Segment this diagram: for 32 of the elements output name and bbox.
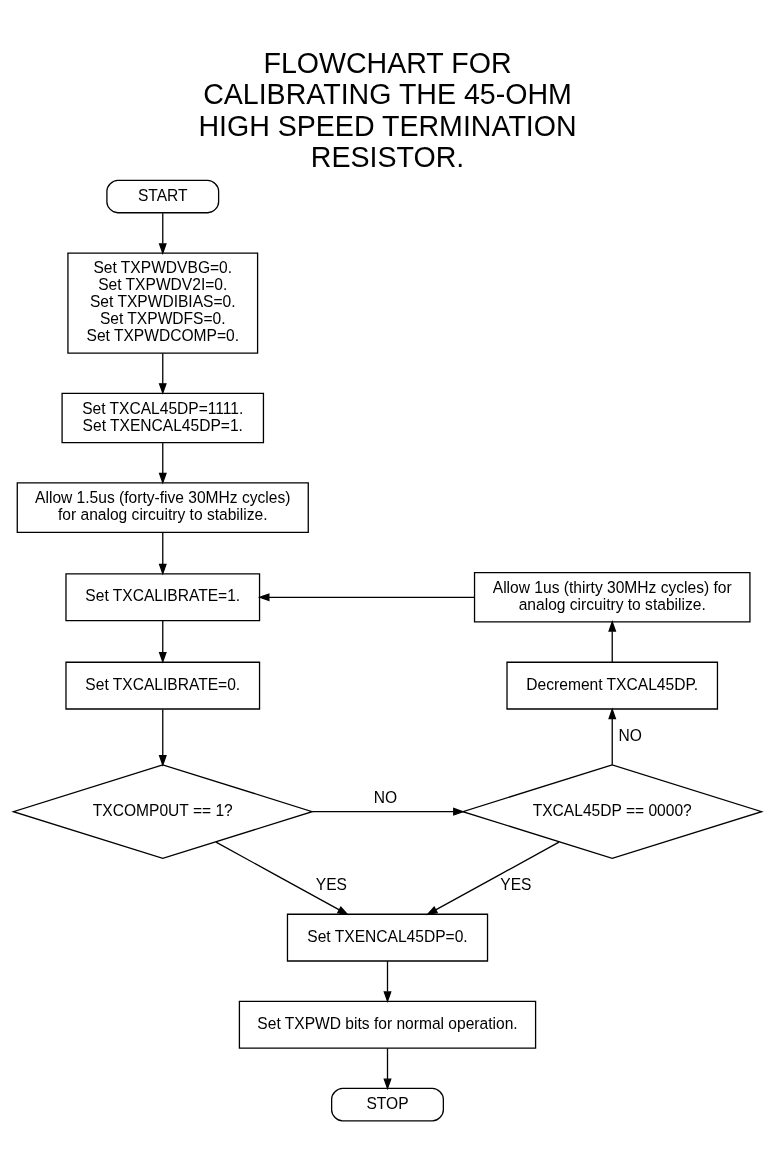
edge-label: YES: [500, 876, 532, 894]
node-box: Set TXPWDVBG=0. Set TXPWDV2I=0. Set TXPWDIBIAS=0. Set TXPWDFS=0. Set TXPWDCOMP=0.: [67, 252, 259, 354]
node-box: Allow 1.5us (forty-five 30MHz cycles) for analog circuitry to stabilize.: [16, 482, 309, 533]
node-diamond: TXCAL45DP == 0000?: [460, 764, 764, 860]
edge-label: NO: [618, 726, 642, 744]
node-box: STOP: [331, 1087, 444, 1122]
arrow: [383, 1047, 392, 1091]
node-box: START: [106, 179, 220, 214]
arrow: [158, 212, 167, 255]
arrow: [608, 707, 617, 766]
arrow: [383, 960, 392, 1004]
node-box: Set TXCALIBRATE=0.: [65, 661, 261, 710]
node-diamond: TXCOMP0UT == 1?: [11, 764, 315, 860]
node-box: Set TXENCAL45DP=0.: [286, 913, 489, 962]
node-box: Set TXCALIBRATE=1.: [65, 573, 261, 622]
arrow: [158, 620, 167, 664]
arrow: [608, 620, 617, 663]
edge-label: YES: [315, 876, 348, 894]
arrow: [158, 442, 167, 485]
edge-label: NO: [373, 789, 398, 807]
arrow: [311, 807, 465, 816]
node-box: Set TXPWD bits for normal operation.: [238, 1000, 537, 1049]
arrow: [215, 841, 349, 916]
node-box: Set TXCAL45DP=1111. Set TXENCAL45DP=1.: [61, 392, 265, 444]
node-box: Allow 1us (thirty 30MHz cycles) for analog circuitry to stabilize.: [473, 571, 751, 623]
arrow: [257, 593, 475, 602]
arrow: [158, 708, 167, 767]
arrow: [158, 352, 167, 395]
node-box: Decrement TXCAL45DP.: [506, 661, 719, 710]
diagram-title: FLOWCHART FOR CALIBRATING THE 45-OHM HIGH SPEED TERMINATION RESISTOR.: [198, 47, 577, 173]
arrow: [426, 841, 560, 916]
arrow: [158, 532, 167, 576]
